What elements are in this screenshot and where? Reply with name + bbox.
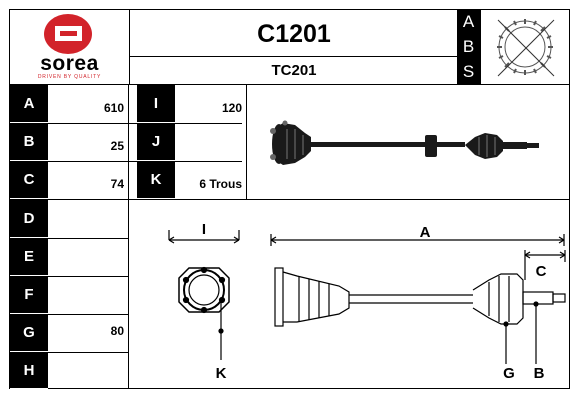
spec-key-d: D [10,199,48,238]
spec-value-k: 6 Trous [199,177,242,191]
spec-key-c: C [10,161,48,199]
spec-key-h: H [10,352,48,389]
spec-value-g: 80 [110,324,124,338]
sorea-logo-icon [44,14,92,54]
reference-code: TC201 [271,62,317,79]
spec-value-c: 74 [110,177,124,191]
spec-value-i: 120 [221,101,242,115]
abs-letter-a: A [457,10,480,34]
part-number: C1201 [257,20,331,48]
spec-key-a: A [10,85,48,123]
spec-key-e: E [10,238,48,276]
diagram-label-g: G [503,365,515,382]
spec-key-f: F [10,276,48,314]
abs-ring-crossed-icon [497,19,555,77]
diagram-label-k: K [216,365,227,382]
diagram-label-b: B [534,365,545,382]
spec-key-i: I [137,85,175,123]
drive-shaft-photo [247,85,569,199]
technical-drawing: I K A C G B [168,221,566,382]
spec-value-b: 25 [110,139,124,153]
spec-value-a: 610 [103,101,124,115]
diagram-label-i: I [202,221,206,238]
abs-letter-s: S [457,59,480,84]
spec-key-b: B [10,123,48,161]
spec-key-g: G [10,314,48,352]
flange-end-view [168,230,240,360]
spec-key-j: J [137,123,175,161]
brand-logo: sorea DRIVEN BY QUALITY [10,10,129,84]
diagram-label-a: A [420,224,431,241]
shaft-side-view [270,234,566,364]
spec-key-k: K [137,161,175,199]
diagram-label-c: C [536,263,547,280]
abs-letter-b: B [457,34,480,59]
brand-tagline: DRIVEN BY QUALITY [37,74,102,80]
brand-name: sorea [40,52,99,75]
spec-sheet: sorea DRIVEN BY QUALITY C1201 TC201 A B … [9,9,570,389]
